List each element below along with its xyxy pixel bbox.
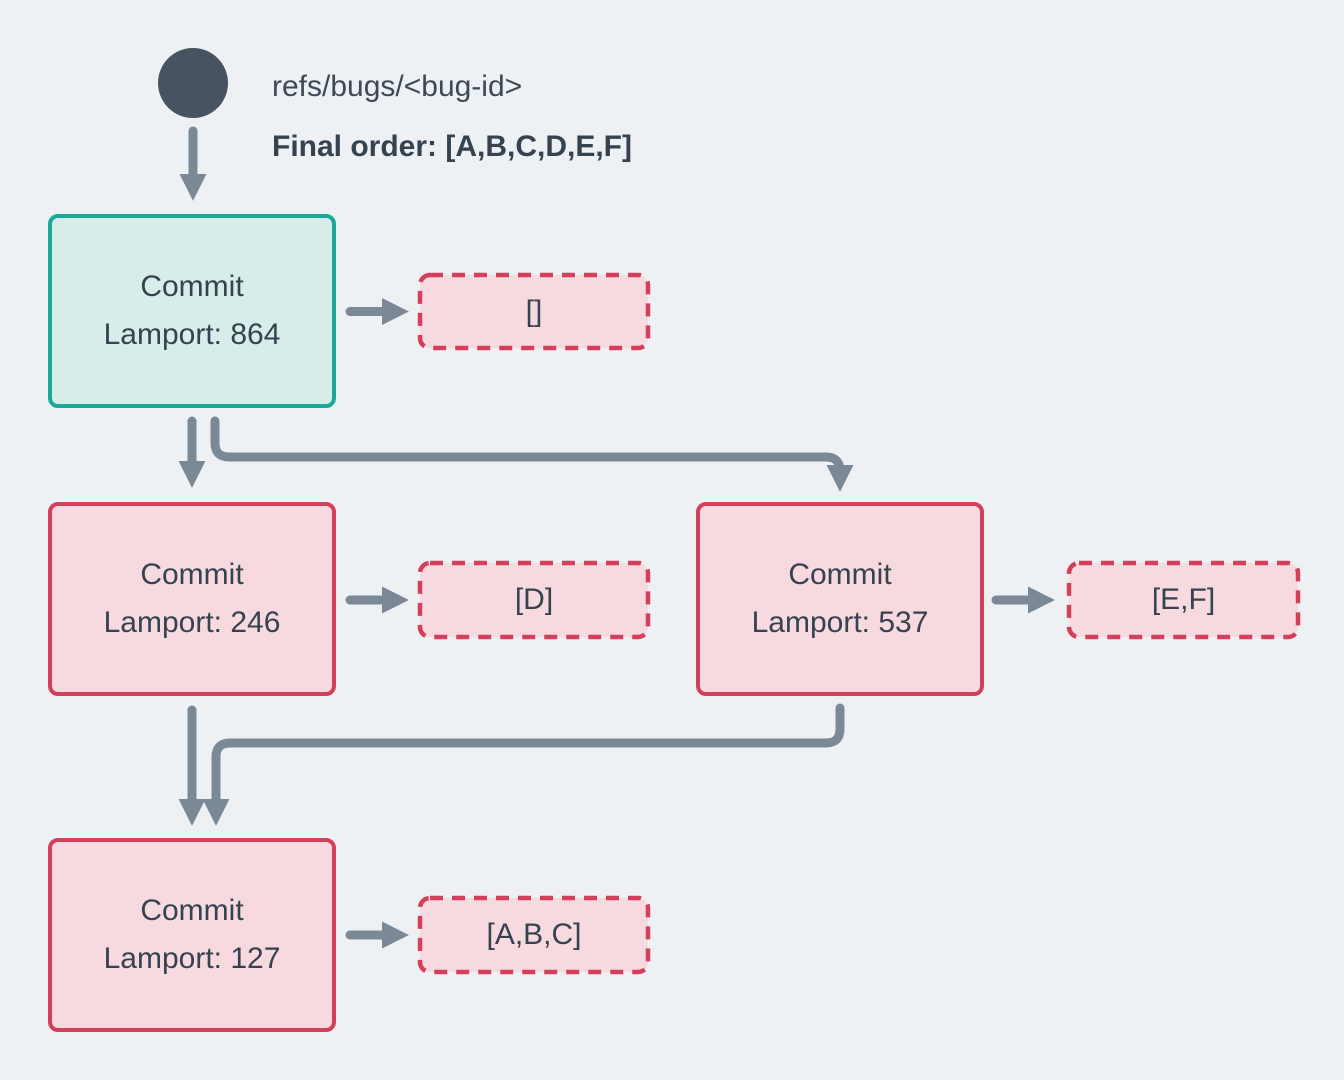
commit-title: Commit [788, 558, 892, 591]
branch-ref-label: refs/bugs/<bug-id> [272, 70, 523, 103]
payload-label-ef: [E,F] [1151, 583, 1216, 616]
connector-864-to-537-arrow [210, 416, 854, 492]
payload-label-d: [D] [514, 583, 554, 616]
payload-box-ef [1066, 560, 1301, 640]
commit-node-864: Commit Lamport: 864 [48, 214, 336, 408]
payload-label-abc: [A,B,C] [486, 918, 582, 951]
commit-lamport: Lamport: 127 [103, 942, 281, 975]
commit-node-127: Commit Lamport: 127 [48, 838, 336, 1032]
connector-537-to-127-arrow [202, 703, 845, 826]
commit-lamport: Lamport: 864 [103, 318, 281, 351]
commit-node-537: Commit Lamport: 537 [696, 502, 984, 696]
commit-lamport: Lamport: 537 [751, 606, 929, 639]
payload-label-empty: [] [525, 295, 543, 328]
final-order-label: Final order: [A,B,C,D,E,F] [272, 130, 632, 163]
branch-ref-circle [158, 48, 228, 118]
commit-title: Commit [140, 894, 244, 927]
commit-title: Commit [140, 270, 244, 303]
payload-box-abc [417, 895, 651, 975]
payload-box-d [417, 560, 651, 640]
commit-title: Commit [140, 558, 244, 591]
commit-lamport: Lamport: 246 [103, 606, 281, 639]
payload-box-empty [417, 272, 651, 351]
commit-node-246: Commit Lamport: 246 [48, 502, 336, 696]
